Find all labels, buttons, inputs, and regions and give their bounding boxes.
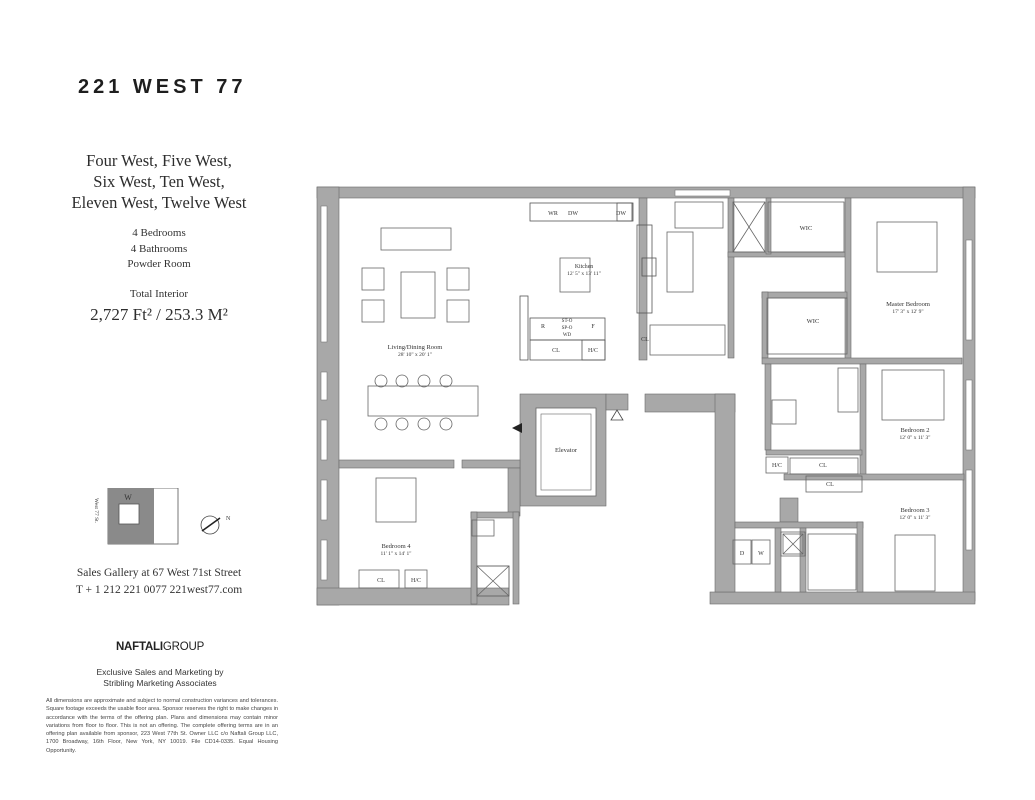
living-room-dim: 28' 10" x 20' 1" xyxy=(398,352,432,358)
entry-arrow-icon xyxy=(512,423,522,433)
exclusive-marketing: Exclusive Sales and Marketing by Stribli… xyxy=(60,667,260,689)
bed2-name: Bedroom 2 xyxy=(900,427,929,434)
spec-powder-room: Powder Room xyxy=(127,258,191,270)
spec-bathrooms: 4 Bathrooms xyxy=(130,242,188,255)
wic-label-1: WIC xyxy=(800,225,813,232)
kitchen-dim: 12' 5" x 13' 11" xyxy=(567,271,601,277)
triangle-marker-icon xyxy=(610,409,624,421)
fixture-f: F xyxy=(591,324,595,330)
unit-line: Four West, Five West, xyxy=(86,151,232,170)
fixture-cl-bed4: CL xyxy=(377,578,385,584)
fixture-cl-bed3: CL xyxy=(826,482,834,488)
master-dim: 17' 3" x 12' 9" xyxy=(892,309,923,315)
bedroom-furniture xyxy=(358,221,945,597)
north-label: N xyxy=(226,516,231,522)
fixture-sp: SP-O xyxy=(562,326,573,331)
fixture-hc-hall: H/C xyxy=(772,463,782,469)
unit-line: Eleven West, Twelve West xyxy=(71,193,247,212)
exclusive-line: Stribling Marketing Associates xyxy=(103,678,217,688)
legal-disclaimer: All dimensions are approximate and subje… xyxy=(46,698,278,754)
developer-name-rest: GROUP xyxy=(162,641,205,653)
fixture-cl-powder: CL xyxy=(641,337,649,343)
unit-line: Six West, Ten West, xyxy=(93,172,225,191)
fixture-d: D xyxy=(740,551,745,557)
wic-label-2: WIC xyxy=(807,318,820,325)
developer-name-bold: NAFTALI xyxy=(115,641,163,653)
bed4-dim: 11' 1" x 14' 1" xyxy=(380,551,411,557)
bed4-name: Bedroom 4 xyxy=(381,543,411,550)
fixture-r: R xyxy=(541,324,545,330)
fixture-hc-kitchen: H/C xyxy=(588,348,598,354)
kitchen-name: Kitchen xyxy=(575,264,593,270)
total-interior-value: 2,727 Ft² / 253.3 M² xyxy=(90,305,228,324)
total-interior-label: Total Interior xyxy=(129,288,189,300)
developer-logo: NAFTALIGROUP xyxy=(60,641,260,653)
living-furniture xyxy=(361,227,591,431)
exclusive-line: Exclusive Sales and Marketing by xyxy=(96,667,224,677)
master-name: Master Bedroom xyxy=(886,301,930,308)
windows xyxy=(320,189,973,581)
fixture-dw-2: DW xyxy=(616,211,626,217)
key-map-street-label: West 77 St. xyxy=(93,498,99,524)
sales-gallery: Sales Gallery at 67 West 71st Street T +… xyxy=(30,565,288,599)
unit-list: Four West, Five West, Six West, Ten West… xyxy=(30,150,288,213)
bed2-dim: 12' 0" x 11' 3" xyxy=(899,435,930,441)
fixture-cl-bed2: CL xyxy=(819,463,827,469)
fixture-wd: WD xyxy=(563,333,572,338)
bathroom-fixtures xyxy=(476,201,859,597)
gallery-contact: T + 1 212 221 0077 221west77.com xyxy=(75,584,243,596)
fixture-wr: WR xyxy=(548,211,558,217)
elevator-label: Elevator xyxy=(555,447,578,454)
kitchen-counters xyxy=(519,202,657,361)
fixture-hc-bed4: H/C xyxy=(411,578,421,584)
key-map-unit-label: W xyxy=(124,493,132,502)
key-map-core xyxy=(118,503,140,525)
fixture-w: W xyxy=(758,551,764,557)
fixture-cl-kitchen: CL xyxy=(552,348,560,354)
key-map: W West 77 St. N xyxy=(93,488,231,545)
bed3-dim: 12' 0" x 11' 3" xyxy=(899,515,930,521)
bed3-name: Bedroom 3 xyxy=(900,507,929,514)
living-room-name: Living/Dining Room xyxy=(388,344,443,351)
fixture-st: ST-O xyxy=(562,319,573,324)
elevator xyxy=(535,407,597,497)
fixture-dw: DW xyxy=(568,211,578,217)
spec-bedrooms: 4 Bedrooms xyxy=(132,227,186,239)
north-arrow-icon: N xyxy=(200,515,231,535)
gallery-address: Sales Gallery at 67 West 71st Street xyxy=(76,567,242,579)
brand-title: 221 WEST 77 xyxy=(78,76,247,98)
unit-specs: 4 Bedrooms 4 Bathrooms Powder Room xyxy=(30,226,288,273)
